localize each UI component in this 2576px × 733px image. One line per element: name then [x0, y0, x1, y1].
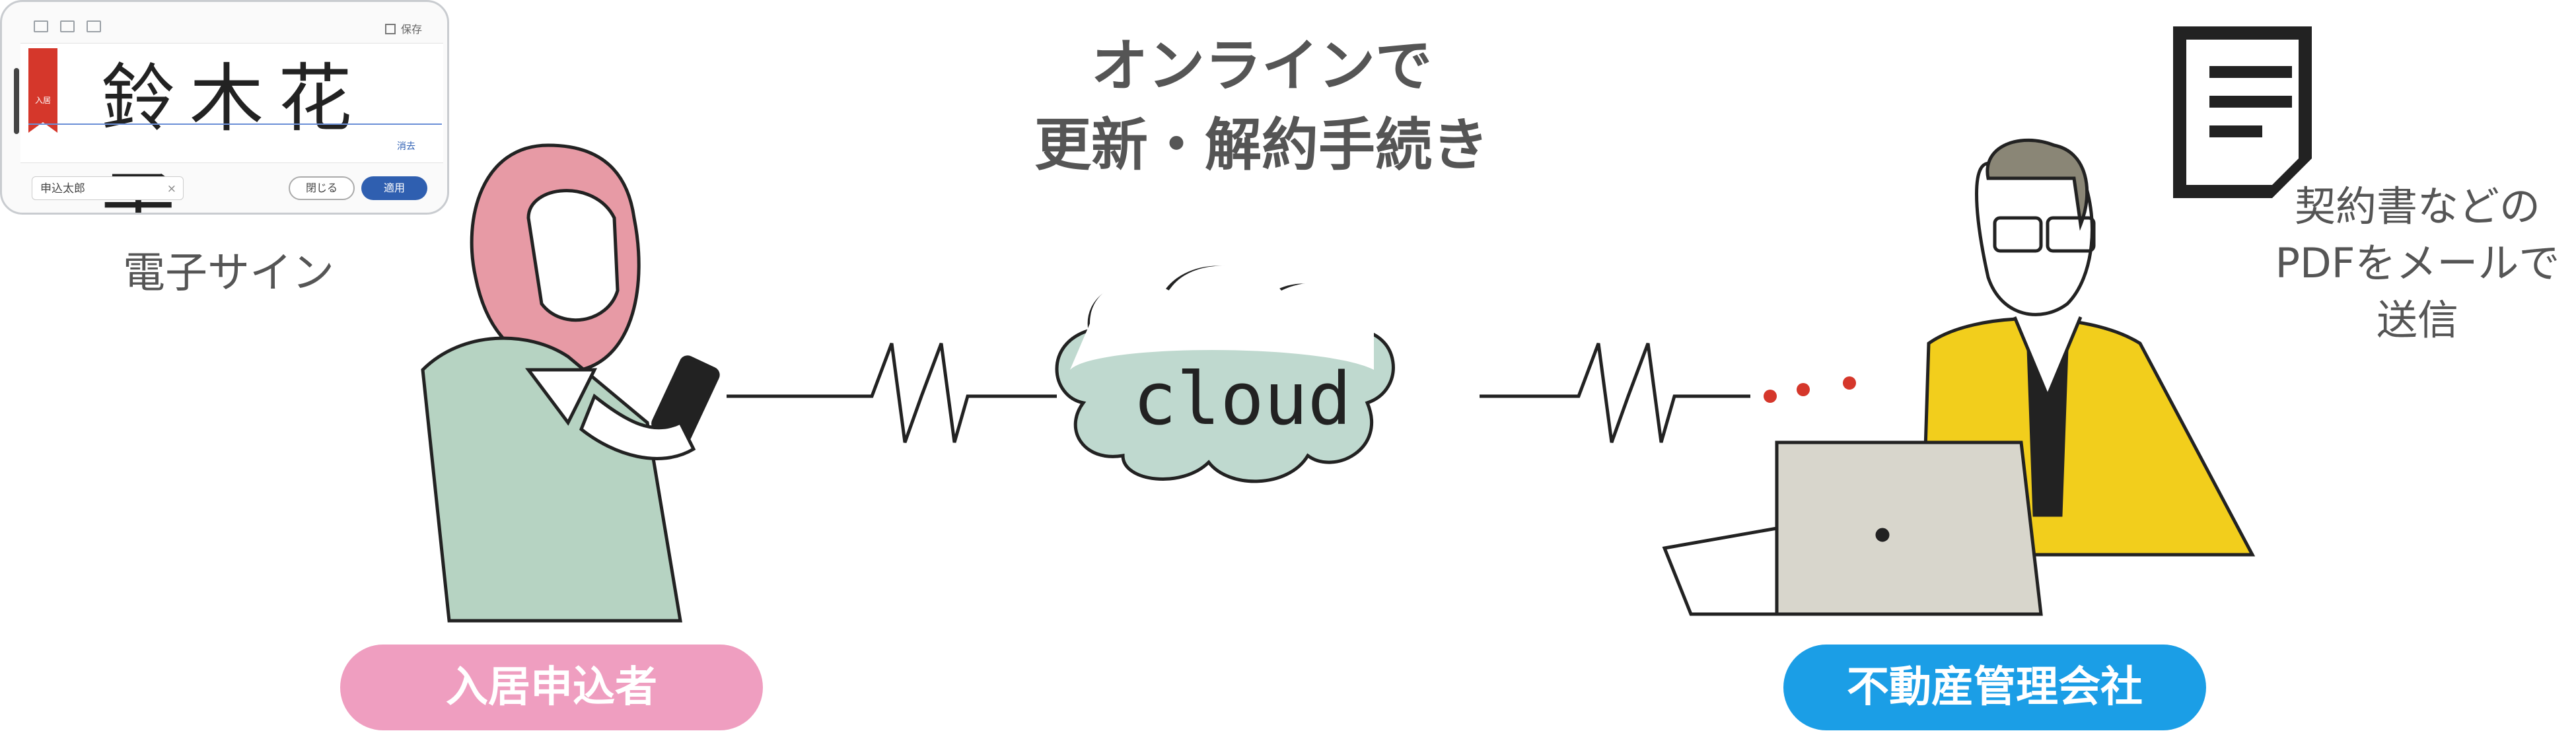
esign-phone-mockup: 保存 入居 鈴木花子 消去 申込太郎× 閉じる 適用: [0, 0, 449, 215]
cloud-icon: [1055, 265, 1395, 483]
signature-baseline: [28, 123, 442, 125]
phone-side-bar: [14, 68, 19, 134]
image-icon[interactable]: [87, 20, 101, 32]
signature-tag: [28, 48, 57, 133]
right-signal-line: [1480, 343, 1750, 443]
save-option[interactable]: 保存: [384, 20, 422, 36]
signature-pad[interactable]: [20, 43, 443, 163]
title-line-1: オンラインで: [1091, 33, 1432, 99]
keyboard-icon[interactable]: [34, 20, 48, 32]
laptop-icon: [1775, 440, 2043, 616]
name-field[interactable]: 申込太郎 ×: [32, 176, 184, 200]
document-caption-line-1: 契約書などの: [2294, 182, 2540, 230]
save-label: 保存: [400, 23, 422, 36]
title-line-2: 更新・解約手続き: [1034, 112, 1489, 178]
document-caption-line-3: 送信: [2376, 296, 2458, 344]
cloud-label: cloud: [1133, 357, 1352, 441]
name-value: 申込太郎: [40, 182, 85, 195]
close-button[interactable]: 閉じる: [289, 176, 355, 200]
page-title: オンラインで 更新・解約手続き: [978, 26, 1546, 185]
document-caption: 契約書などの PDFをメールで 送信: [2272, 178, 2563, 349]
esign-caption: 電子サイン: [123, 249, 334, 298]
document-caption-line-2: PDFをメールで: [2275, 239, 2560, 287]
apply-button[interactable]: 適用: [361, 176, 427, 200]
phone-toolbar: [34, 20, 113, 35]
notification-marks: [1764, 376, 1856, 403]
pen-icon[interactable]: [60, 20, 75, 32]
applicant-label-pill: 入居申込者: [340, 645, 763, 730]
left-signal-line: [727, 343, 1057, 443]
company-label-pill: 不動産管理会社: [1783, 645, 2206, 730]
clear-icon[interactable]: ×: [166, 182, 176, 195]
document-icon: [2173, 26, 2312, 198]
signature-tag-label: 入居: [34, 96, 51, 105]
checkbox-icon[interactable]: [384, 24, 396, 34]
clear-link[interactable]: 消去: [397, 141, 415, 152]
woman-applicant-illustration: [421, 143, 720, 623]
company-man-illustration: [1662, 138, 2256, 616]
